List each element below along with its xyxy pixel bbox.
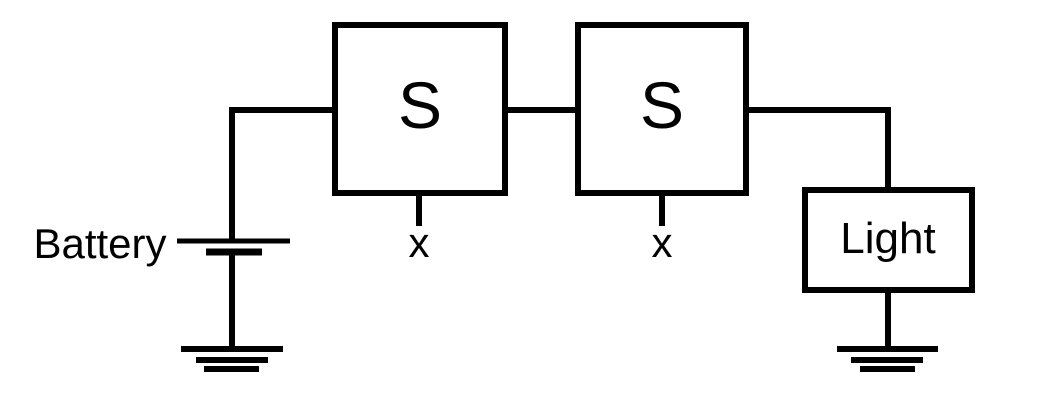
switch2-box xyxy=(575,22,749,196)
switch2-label: S xyxy=(640,68,684,142)
wire-switch2-to-light xyxy=(746,107,891,190)
switch1-label: S xyxy=(398,68,442,142)
switch1-input-label: x xyxy=(409,219,430,266)
light-box xyxy=(802,187,975,293)
wire-battery-to-switch1 xyxy=(229,107,335,241)
wires-and-shapes xyxy=(177,22,975,372)
light-label: Light xyxy=(840,214,935,263)
switch1-box xyxy=(332,22,508,196)
battery-label: Battery xyxy=(33,220,166,267)
light-ground-symbol xyxy=(837,346,938,372)
battery-symbol xyxy=(177,238,290,256)
diagram-labels: Battery S S x x Light xyxy=(33,68,935,267)
battery-ground-symbol xyxy=(181,346,283,372)
switch2-input-label: x xyxy=(652,219,673,266)
